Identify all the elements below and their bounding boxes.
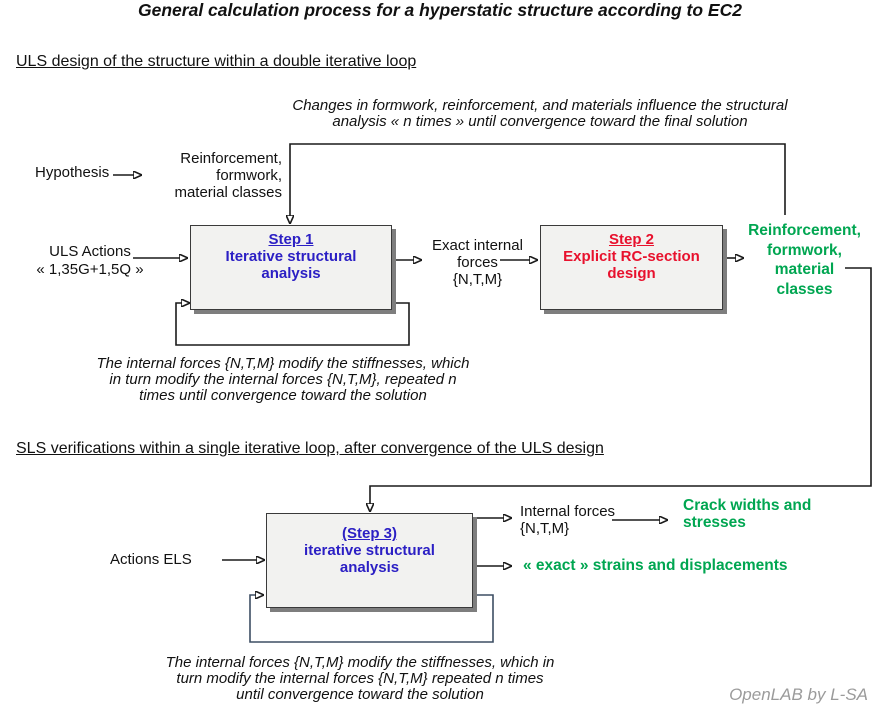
- uls-convergence-note: Changes in formwork, reinforcement, and …: [292, 97, 788, 131]
- strains-displacements-label: « exact » strains and displacements: [523, 557, 788, 574]
- uls-feedback-arrow: [290, 143, 786, 216]
- step2-title: Step 2: [608, 231, 654, 248]
- sls-internal-forces-label: Internal forces {N,T,M}: [520, 503, 616, 537]
- step3-body: iterative structural analysis: [304, 542, 435, 576]
- uls-section-heading: ULS design of the structure within a dou…: [16, 53, 417, 70]
- uls-actions-label: ULS Actions « 1,35G+1,5Q »: [36, 243, 144, 278]
- uls-loop-note: The internal forces {N,T,M} modify the s…: [96, 355, 470, 405]
- step1-title: Step 1: [268, 231, 314, 248]
- actions-els-label: Actions ELS: [110, 551, 192, 568]
- hypothesis-label: Hypothesis: [35, 164, 110, 181]
- diagram-title: General calculation process for a hypers…: [138, 0, 742, 20]
- exact-internal-forces-label: Exact internal forces {N,T,M}: [432, 237, 523, 288]
- input-classes-label: Reinforcement, formwork, material classe…: [174, 150, 282, 201]
- step2-box: Step 2 Explicit RC-section design: [540, 225, 723, 310]
- step2-body: Explicit RC-section design: [563, 248, 700, 282]
- output-classes-label: Reinforcement, formwork, material classe…: [748, 222, 861, 298]
- watermark: OpenLAB by L-SA: [729, 685, 868, 704]
- crack-widths-label: Crack widths and stresses: [683, 497, 812, 531]
- step1-box: Step 1 Iterative structural analysis: [190, 225, 392, 310]
- sls-loop-note: The internal forces {N,T,M} modify the s…: [165, 654, 555, 704]
- sls-section-heading: SLS verifications within a single iterat…: [16, 440, 604, 457]
- step1-body: Iterative structural analysis: [225, 248, 357, 282]
- step3-title: (Step 3): [341, 525, 397, 542]
- step3-box: (Step 3) iterative structural analysis: [266, 513, 473, 608]
